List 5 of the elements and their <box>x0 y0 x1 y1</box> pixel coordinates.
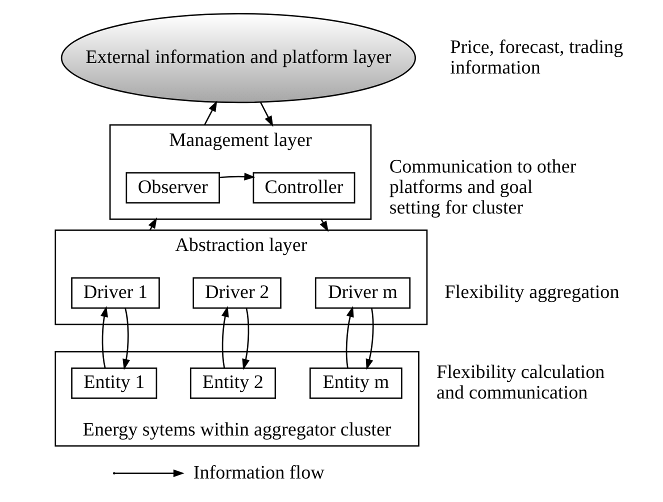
legend-label: Information flow <box>192 462 324 484</box>
node-label: Flexibility calculation and communication <box>436 362 604 404</box>
node-label: Communication to other platforms and goal setting for cluster <box>388 156 576 218</box>
node-label: Price, forecast, trading information <box>450 36 623 78</box>
node-label: Flexibility aggregation <box>444 282 619 304</box>
